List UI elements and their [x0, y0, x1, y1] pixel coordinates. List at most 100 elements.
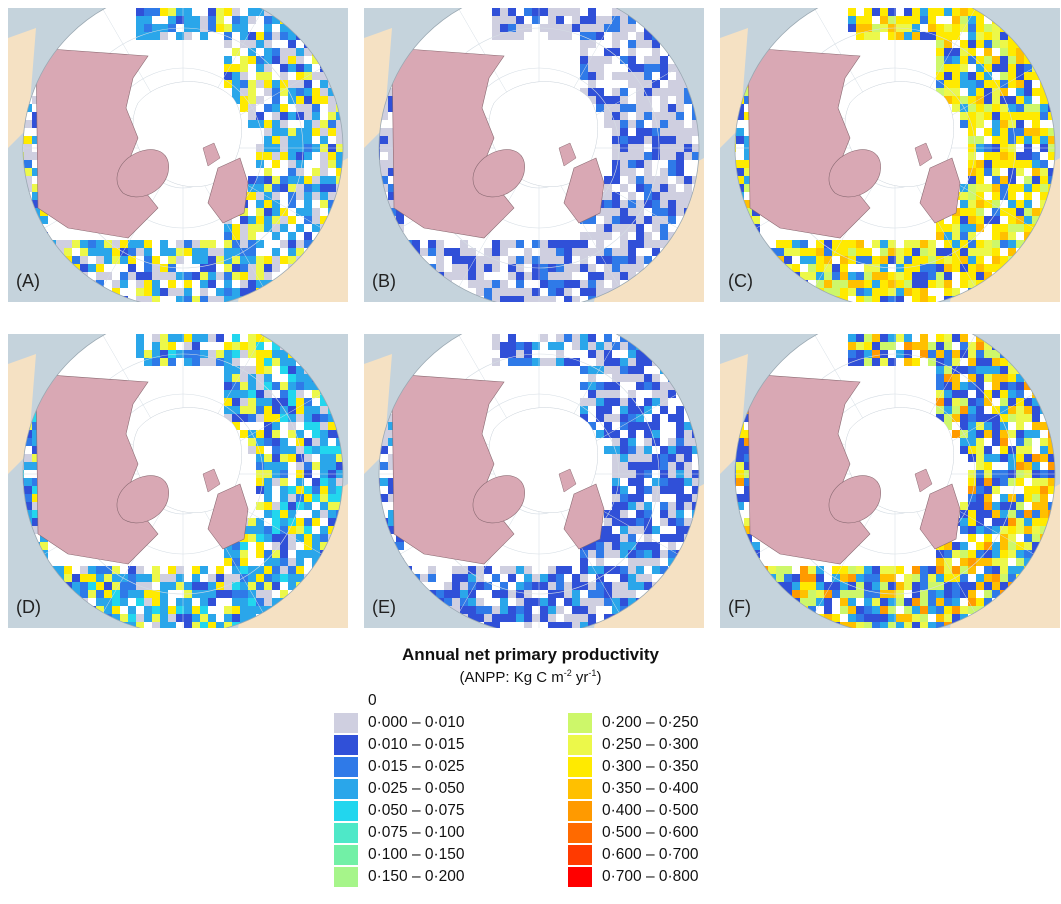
productivity-cell	[864, 272, 872, 280]
productivity-cell	[636, 430, 644, 438]
productivity-cell	[692, 494, 699, 502]
productivity-cell	[612, 232, 620, 240]
productivity-cell	[628, 534, 636, 542]
productivity-cell	[880, 350, 888, 358]
productivity-cell	[684, 446, 692, 454]
productivity-cell	[912, 280, 920, 288]
productivity-cell	[320, 502, 328, 510]
productivity-cell	[288, 192, 296, 200]
productivity-cell	[556, 32, 564, 40]
productivity-cell	[320, 454, 328, 462]
productivity-cell	[272, 446, 280, 454]
productivity-cell	[128, 272, 136, 280]
productivity-cell	[1032, 128, 1040, 136]
productivity-cell	[516, 342, 524, 350]
productivity-cell	[596, 550, 604, 558]
productivity-cell	[192, 342, 200, 350]
productivity-cell	[604, 272, 612, 280]
productivity-cell	[952, 374, 960, 382]
productivity-cell	[652, 128, 660, 136]
productivity-cell	[272, 184, 280, 192]
productivity-cell	[272, 414, 280, 422]
productivity-cell	[644, 502, 652, 510]
productivity-cell	[580, 224, 588, 232]
productivity-cell	[216, 8, 224, 16]
productivity-cell	[1008, 478, 1016, 486]
productivity-cell	[968, 398, 976, 406]
productivity-cell	[516, 582, 524, 590]
productivity-cell	[288, 390, 296, 398]
productivity-cell	[644, 80, 652, 88]
productivity-cell	[256, 334, 264, 342]
productivity-cell	[976, 390, 984, 398]
productivity-cell	[32, 176, 40, 184]
productivity-cell	[232, 248, 240, 256]
productivity-cell	[264, 72, 272, 80]
productivity-cell	[388, 128, 396, 136]
productivity-cell	[304, 486, 312, 494]
productivity-cell	[864, 24, 872, 32]
productivity-cell	[80, 590, 88, 598]
productivity-cell	[596, 382, 604, 390]
productivity-cell	[1008, 208, 1016, 216]
productivity-cell	[596, 232, 604, 240]
productivity-cell	[960, 48, 968, 56]
productivity-cell	[992, 566, 1000, 574]
productivity-cell	[588, 64, 596, 72]
productivity-cell	[668, 128, 676, 136]
productivity-cell	[1016, 462, 1024, 470]
productivity-cell	[668, 160, 676, 168]
productivity-cell	[192, 622, 200, 628]
productivity-cell	[320, 446, 328, 454]
productivity-cell	[128, 248, 136, 256]
productivity-cell	[984, 462, 992, 470]
productivity-cell	[216, 248, 224, 256]
productivity-cell	[500, 264, 508, 272]
productivity-cell	[548, 622, 556, 628]
productivity-cell	[652, 454, 660, 462]
productivity-cell	[612, 526, 620, 534]
productivity-cell	[256, 8, 264, 16]
productivity-cell	[304, 176, 312, 184]
productivity-cell	[136, 574, 144, 582]
productivity-cell	[612, 454, 620, 462]
productivity-cell	[1024, 216, 1032, 224]
productivity-cell	[960, 446, 968, 454]
productivity-cell	[1032, 406, 1040, 414]
productivity-cell	[628, 590, 636, 598]
productivity-cell	[628, 208, 636, 216]
productivity-cell	[976, 104, 984, 112]
productivity-cell	[564, 622, 572, 628]
productivity-cell	[328, 120, 336, 128]
productivity-cell	[240, 24, 248, 32]
productivity-cell	[628, 446, 636, 454]
productivity-cell	[32, 430, 40, 438]
productivity-cell	[380, 152, 388, 160]
productivity-cell	[216, 280, 224, 288]
productivity-cell	[88, 582, 96, 590]
productivity-cell	[1000, 208, 1008, 216]
productivity-cell	[612, 216, 620, 224]
productivity-cell	[668, 64, 676, 72]
productivity-cell	[612, 264, 620, 272]
productivity-cell	[944, 64, 952, 72]
productivity-cell	[636, 88, 644, 96]
productivity-cell	[604, 446, 612, 454]
productivity-cell	[208, 24, 216, 32]
productivity-cell	[736, 136, 744, 144]
productivity-cell	[676, 478, 684, 486]
productivity-cell	[872, 582, 880, 590]
productivity-cell	[468, 606, 476, 614]
productivity-cell	[328, 152, 336, 160]
productivity-cell	[620, 128, 628, 136]
productivity-cell	[288, 88, 296, 96]
productivity-cell	[304, 200, 312, 208]
productivity-cell	[312, 534, 320, 542]
productivity-cell	[208, 272, 216, 280]
productivity-cell	[1008, 120, 1016, 128]
productivity-cell	[304, 88, 312, 96]
productivity-cell	[168, 582, 176, 590]
productivity-cell	[128, 582, 136, 590]
productivity-cell	[1048, 462, 1055, 470]
productivity-cell	[840, 574, 848, 582]
